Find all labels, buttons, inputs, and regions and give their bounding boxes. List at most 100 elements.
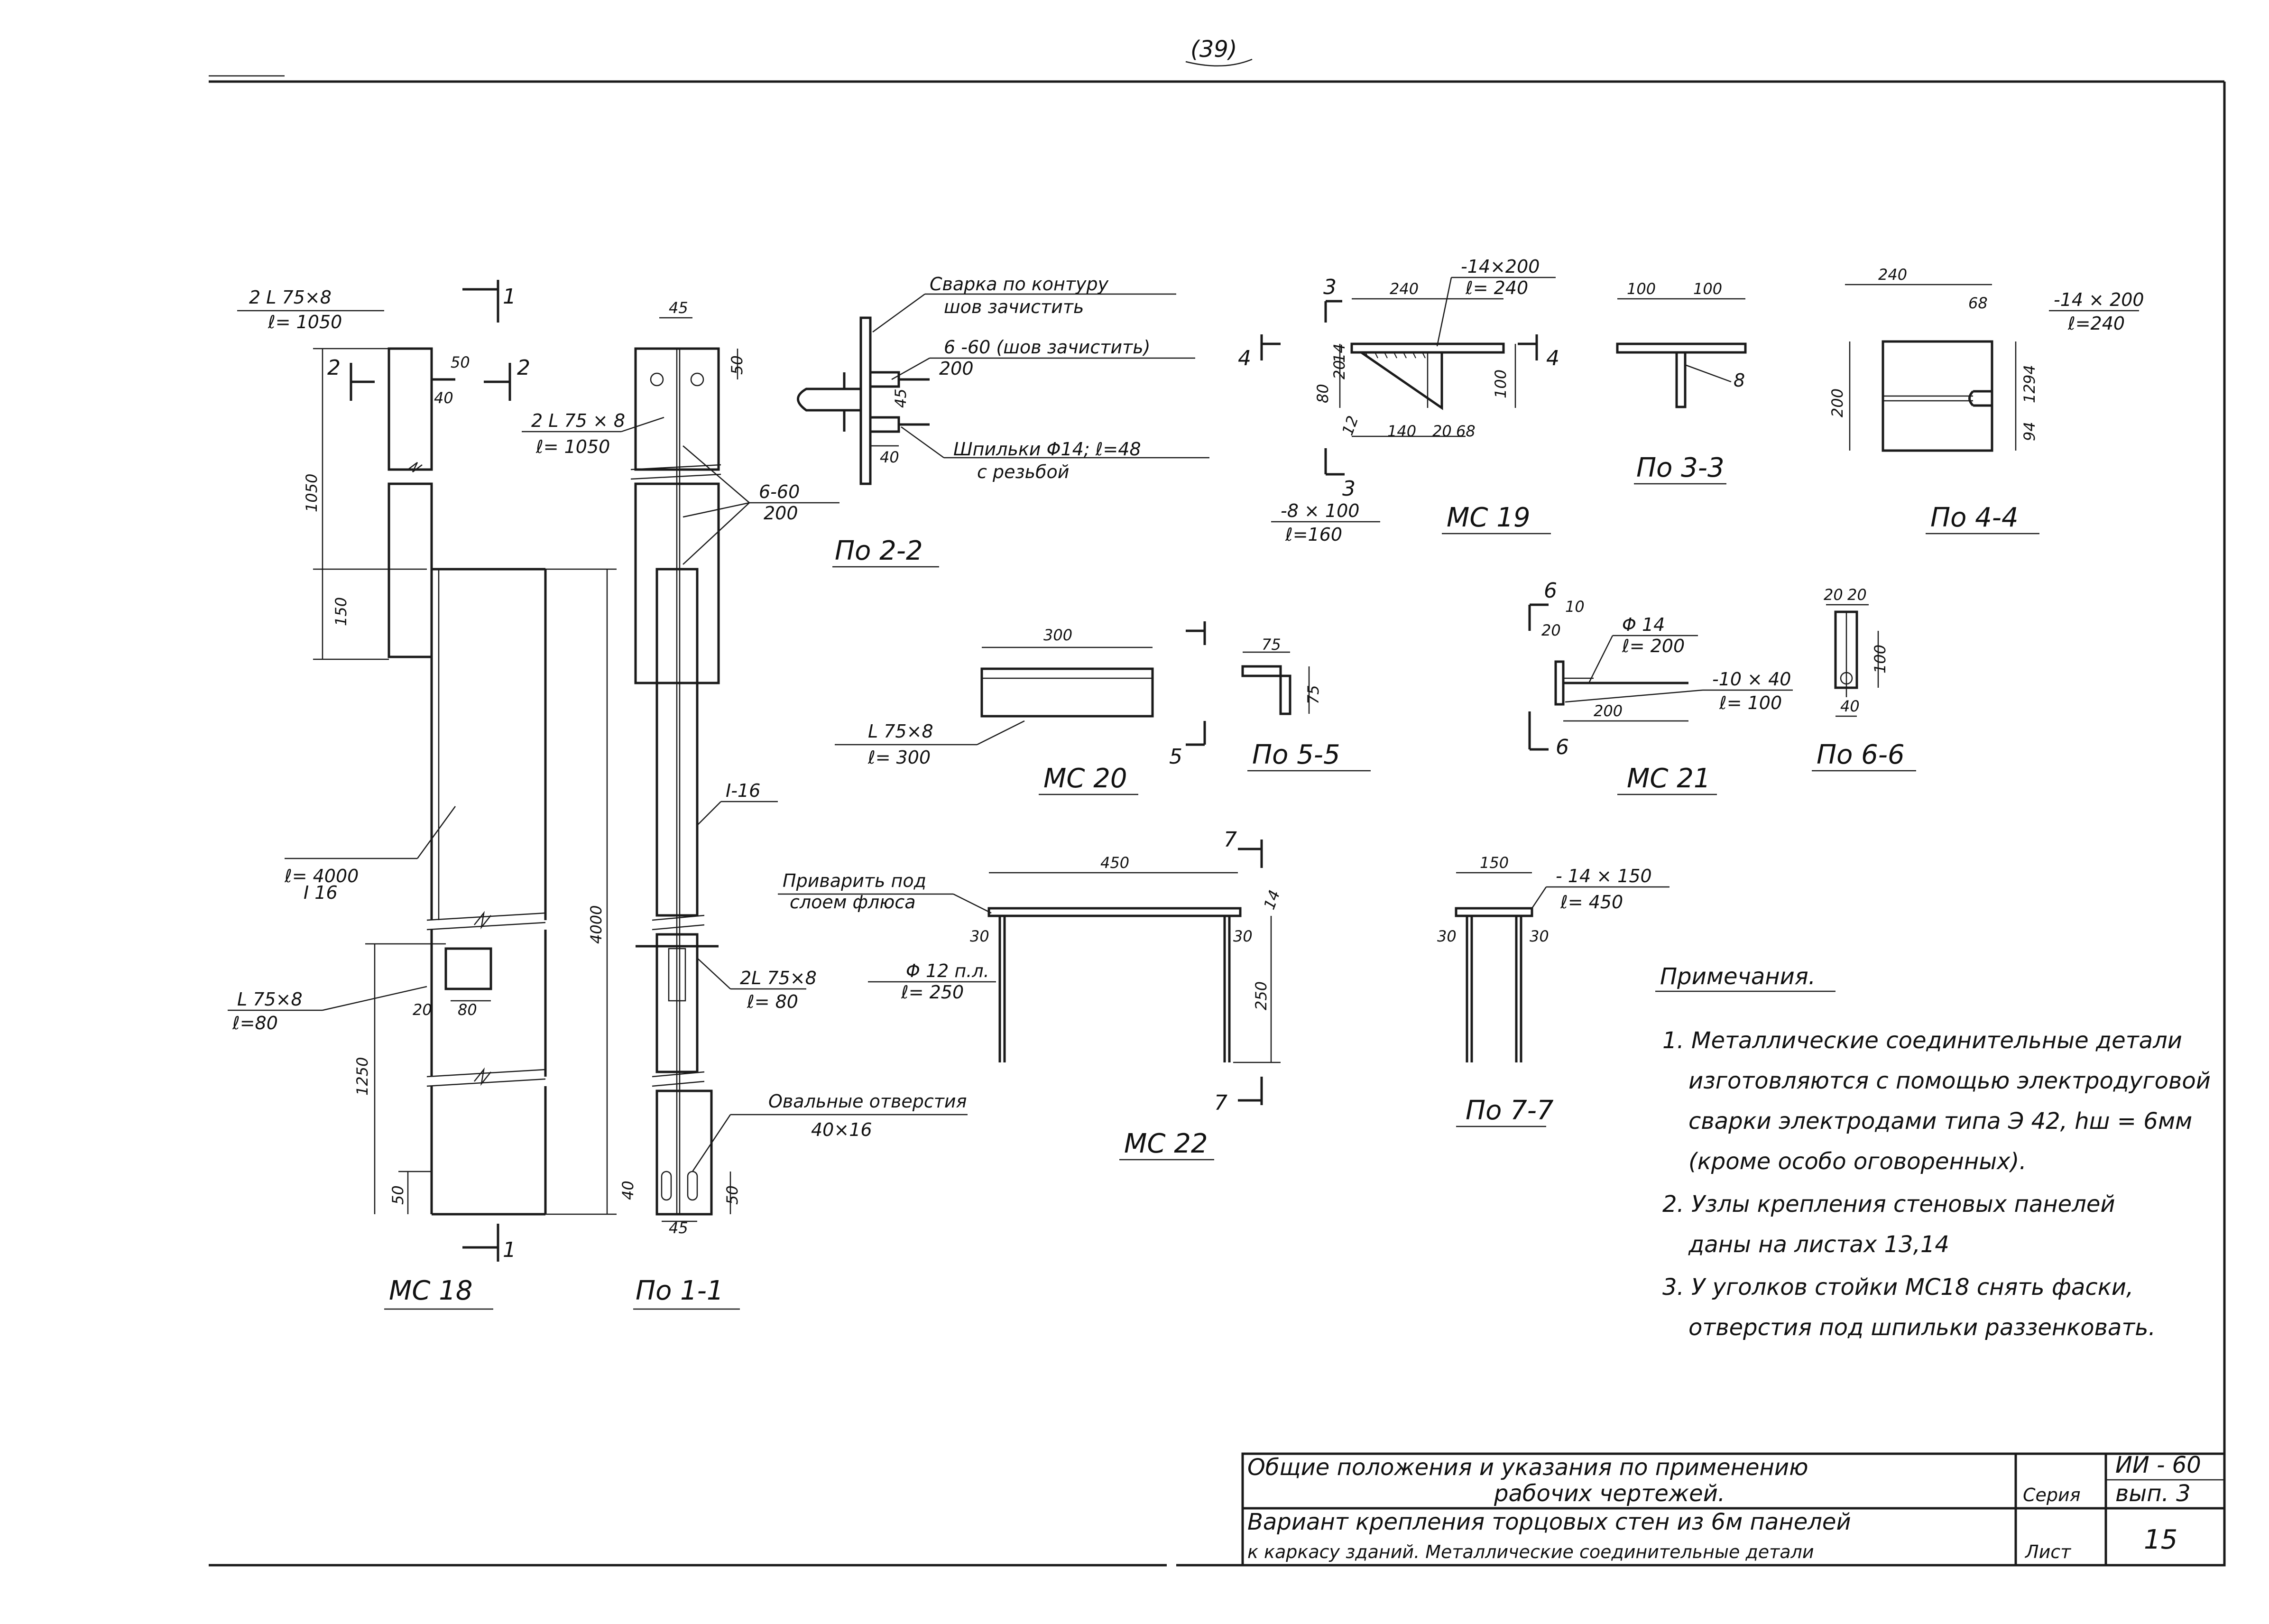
mc22-rod: Φ 12 п.л. [906,960,989,981]
v55-angle-section [1241,665,1291,715]
mc22-dim-30b: 30 [1233,927,1253,945]
v11-dim-45-top: 45 [669,299,688,317]
view-6-6: 20 20 100 40 По 6-6 [1812,586,1916,772]
v66-dim-20b: 20 [1847,586,1867,604]
mc19-sec-4-right: 4 [1546,346,1559,370]
v22-note-3b: с резьбой [977,461,1069,482]
v55-dim-75a: 75 [1262,636,1281,654]
v11-stud [668,948,686,1002]
v33-plate [1616,342,1747,354]
tb-row2: Вариант крепления торцовых стен из 6м па… [1247,1509,1851,1535]
break-mark [474,1067,491,1086]
mc18-lower-angle [444,947,492,990]
notes-line-2: изготовляются с помощью электродуговой [1688,1068,2211,1094]
view-1-1: 45 50 2 L 75 × 8 ℓ= 1050 6-60 200 I-16 2… [522,299,968,1310]
mc19-dim-240: 240 [1390,280,1419,298]
v33-title: По 3-3 [1636,452,1725,483]
v77-plate: - 14 × 150 [1556,866,1652,886]
notes-line-3: сварки электродами типа Э 42, hш = 6мм [1688,1108,2192,1135]
mc19-dim-68: 68 [1456,422,1476,440]
notes-line-1: 1. Металлические соединительные детали [1662,1027,2182,1054]
tb-row2b: к каркасу зданий. Металлические соединит… [1247,1541,1814,1562]
leader-line [692,1114,731,1172]
v11-holes-size: 40×16 [811,1119,872,1140]
v66-dim-20a: 20 [1824,586,1843,604]
mc21-sec-6-bot: 6 [1556,735,1569,759]
break-mark [652,1071,705,1087]
mc20-angle-len: ℓ= 300 [867,747,931,768]
tb-row1: Общие положения и указания по применению [1247,1454,1808,1481]
mc18-dim-20: 20 [413,1001,432,1019]
mc19-rib [1360,351,1443,410]
view-3-3: 100 100 8 По 3-3 [1616,280,1747,485]
v44-slot-end [1968,390,1974,406]
v77-dim-150: 150 [1480,854,1509,872]
mc22-weld-note: Приварить под [783,870,926,891]
mc20: 300 L 75×8 ℓ= 300 5 МС 20 [835,621,1206,795]
notes-line-4: (кроме особо оговоренных). [1688,1148,2027,1175]
v11-angle-len-bot: ℓ= 80 [747,991,798,1012]
v11-beam-bot [655,1089,713,1216]
mc19-plate-bot: -8 × 100 [1281,500,1359,521]
mc18-angle-len-top: ℓ= 1050 [267,312,342,332]
tb-row1b: рабочих чертежей. [1494,1480,1725,1507]
view-4-4: 240 68 -14 × 200 ℓ=240 200 94 12 94 По 4… [1828,266,2144,535]
leader-line [416,806,456,859]
v11-dim-50-bot: 50 [723,1185,741,1205]
v44-title: По 4-4 [1930,502,2019,533]
leader-line [891,357,930,380]
break-mark [407,462,423,472]
leader-line [953,893,992,914]
mc19-plate-bot-len: ℓ=160 [1285,524,1342,545]
leader-line [977,720,1025,746]
v11-weld-pitch: 200 [764,503,798,524]
view-2-2: Сварка по контуру шов зачистить 6 -60 (ш… [797,274,1209,568]
mc22-dim-14: 14 [1260,887,1284,912]
mc18-angle-label-bot: L 75×8 [237,989,303,1010]
v22-note-1b: шов зачистить [944,296,1084,317]
break-mark [426,1069,546,1087]
mc22: Приварить под слоем флюса 450 30 30 14 Φ… [778,828,1284,1161]
mc18-dim-50-bot: 50 [389,1185,407,1205]
mc22-dim-450: 450 [1100,854,1129,872]
mc19-title: МС 19 [1447,502,1530,533]
notes-line-5: 2. Узлы крепления стеновых панелей [1662,1191,2115,1218]
v11-beam [655,568,699,917]
leader-line [697,801,721,826]
mc21-plate [1554,660,1565,706]
mc18-section-2-right: 2 [517,356,530,380]
tb-series-label: Серия [2023,1485,2081,1505]
mc22-sec-7-bot: 7 [1214,1091,1227,1115]
v11-dim-45-bot: 45 [669,1219,688,1237]
v44-plate-len: ℓ=240 [2067,313,2125,334]
mc22-title: МС 22 [1124,1128,1208,1159]
leader-line [1686,364,1732,383]
mc19-plate-top-len: ℓ= 240 [1465,277,1528,298]
v11-hole [650,372,664,387]
tb-sheet-label: Лист [2024,1541,2072,1562]
v55-title: По 5-5 [1252,739,1340,770]
mc20-angle [980,667,1154,718]
mc20-dim-300: 300 [1043,626,1072,644]
mc18-dim-1050: 1050 [303,474,321,512]
mc22-weld-note-b: слоем флюса [790,892,916,913]
view-7-7: 150 - 14 × 150 ℓ= 450 30 30 По 7-7 [1437,854,1669,1127]
break-mark [474,911,491,930]
v44-dim-68: 68 [1968,294,1988,312]
mc19-weld-hatch [1365,353,1426,359]
leader-line [1531,886,1547,909]
v77-dim-30b: 30 [1530,927,1549,945]
v11-title: По 1-1 [636,1275,724,1306]
mc22-plate [987,907,1242,917]
v44-dim-12: 12 [2020,384,2038,403]
mc19-dim-140: 140 [1387,422,1416,440]
mc18-dim-150: 150 [332,597,350,626]
leader-line [697,958,731,989]
notes-line-8: отверстия под шпильки раззенковать. [1688,1314,2156,1341]
mc21-dim-200: 200 [1594,702,1623,720]
v11-oval-hole [661,1171,672,1201]
mc18-section-1-top: 1 [503,285,516,309]
mc21-dim-10: 10 [1565,598,1585,616]
mc21-plate-len: ℓ= 100 [1719,692,1782,713]
